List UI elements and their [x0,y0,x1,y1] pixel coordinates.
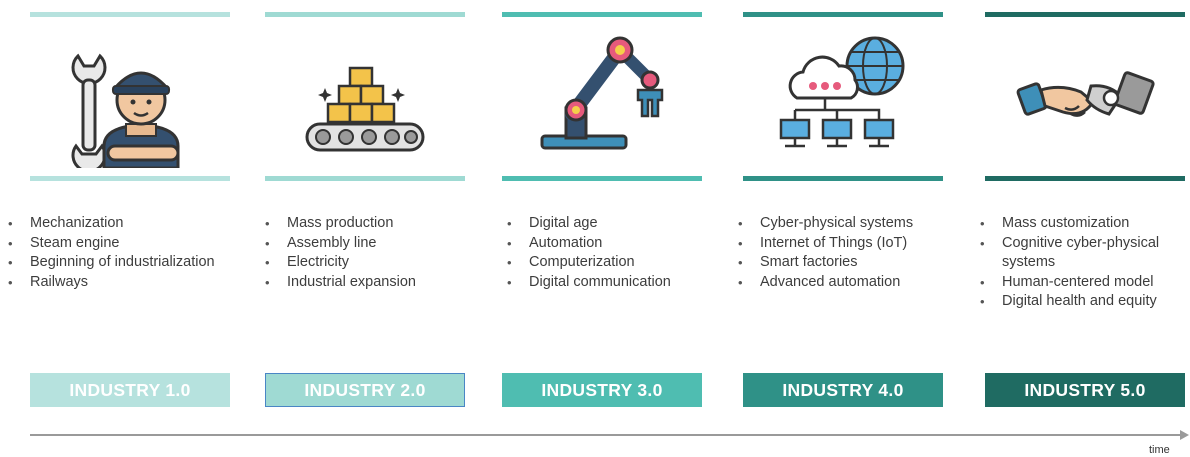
stage-top-bar [502,12,702,17]
list-item: Human-centered model [972,273,1159,293]
stage-top-bar [743,12,943,17]
list-item: Digital health and equity [972,292,1159,312]
stage-divider-bar [30,176,230,181]
list-item: Electricity [257,253,416,273]
list-item: Digital age [499,214,671,234]
list-item: Cyber-physical systems [730,214,913,234]
stage-divider-bar [502,176,702,181]
list-item: Automation [499,234,671,254]
timeline-axis [30,434,1182,436]
worker-wrench-icon [60,28,200,168]
list-item: Digital communication [499,273,671,293]
list-item: Mechanization [0,214,215,234]
stage-feature-list: Mechanization Steam engine Beginning of … [0,214,215,292]
stage-column-4: Cyber-physical systems Internet of Thing… [738,0,943,420]
human-robot-handshake-icon [1015,28,1155,168]
stage-column-1: Mechanization Steam engine Beginning of … [8,0,230,420]
list-item: Cognitive cyber-physical [972,234,1159,254]
list-item: Smart factories [730,253,913,273]
robotic-arm-icon [532,28,672,168]
stage-label: INDUSTRY 1.0 [30,373,230,407]
stage-label: INDUSTRY 3.0 [502,373,702,407]
stage-divider-bar [985,176,1185,181]
stage-label: INDUSTRY 5.0 [985,373,1185,407]
list-item: Beginning of industrialization [0,253,215,273]
list-item: Industrial expansion [257,273,416,293]
list-item: Assembly line [257,234,416,254]
list-item: Steam engine [0,234,215,254]
conveyor-boxes-icon [295,28,435,168]
stage-feature-list: Mass customization Cognitive cyber-physi… [972,214,1159,312]
timeline-arrowhead [1180,430,1189,440]
stage-label: INDUSTRY 4.0 [743,373,943,407]
stage-column-2: Mass production Assembly line Electricit… [265,0,465,420]
list-item: Computerization [499,253,671,273]
stage-top-bar [265,12,465,17]
stage-column-5: Mass customization Cognitive cyber-physi… [980,0,1185,420]
stage-column-3: Digital age Automation Computerization D… [502,0,702,420]
list-item: Mass production [257,214,416,234]
stage-top-bar [30,12,230,17]
stage-divider-bar [743,176,943,181]
stage-feature-list: Digital age Automation Computerization D… [499,214,671,292]
cloud-network-icon [773,28,913,168]
stage-top-bar [985,12,1185,17]
stage-feature-list: Mass production Assembly line Electricit… [257,214,416,292]
list-item: Railways [0,273,215,293]
list-item: Advanced automation [730,273,913,293]
stage-divider-bar [265,176,465,181]
list-item-continuation: systems [1002,254,1056,271]
stage-feature-list: Cyber-physical systems Internet of Thing… [730,214,913,292]
list-item: Internet of Things (IoT) [730,234,913,254]
axis-label: time [1149,444,1170,456]
list-item: Mass customization [972,214,1159,234]
stage-label: INDUSTRY 2.0 [265,373,465,407]
